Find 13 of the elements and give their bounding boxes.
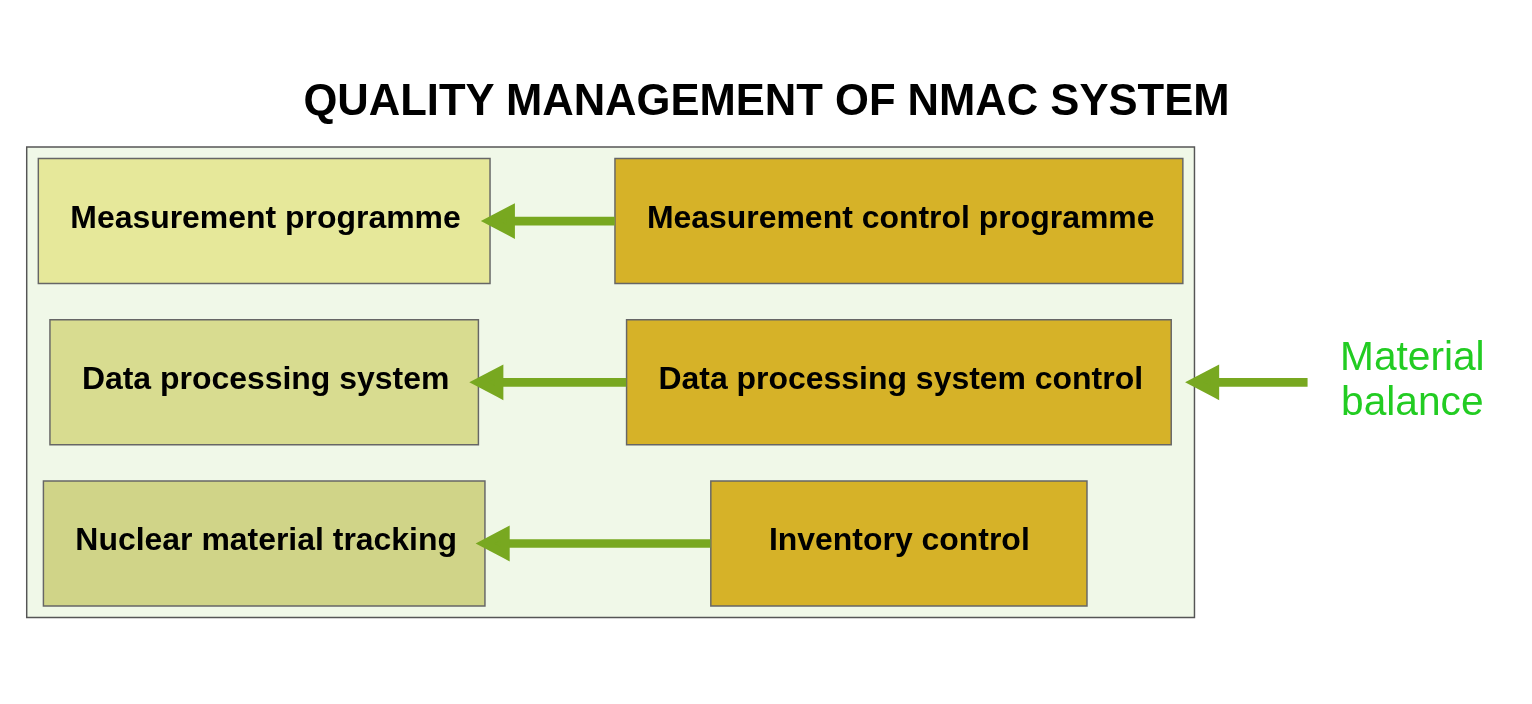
- diagram-title: QUALITY MANAGEMENT OF NMAC SYSTEM: [303, 75, 1230, 124]
- node-box: Nuclear material tracking: [42, 479, 486, 607]
- arrow: [480, 202, 615, 239]
- node-box: Measurement programme: [37, 157, 491, 284]
- node-box: Data processing system control: [625, 318, 1172, 445]
- cluster: [26, 145, 1196, 618]
- node-box: Data processing system: [49, 318, 480, 445]
- node-box: Inventory control: [710, 479, 1088, 607]
- arrow: [475, 525, 711, 561]
- arrow: [469, 363, 627, 400]
- arrow: [1185, 363, 1308, 400]
- node-box: Measurement control programme: [614, 157, 1184, 284]
- node-text: Material balance: [1340, 332, 1485, 424]
